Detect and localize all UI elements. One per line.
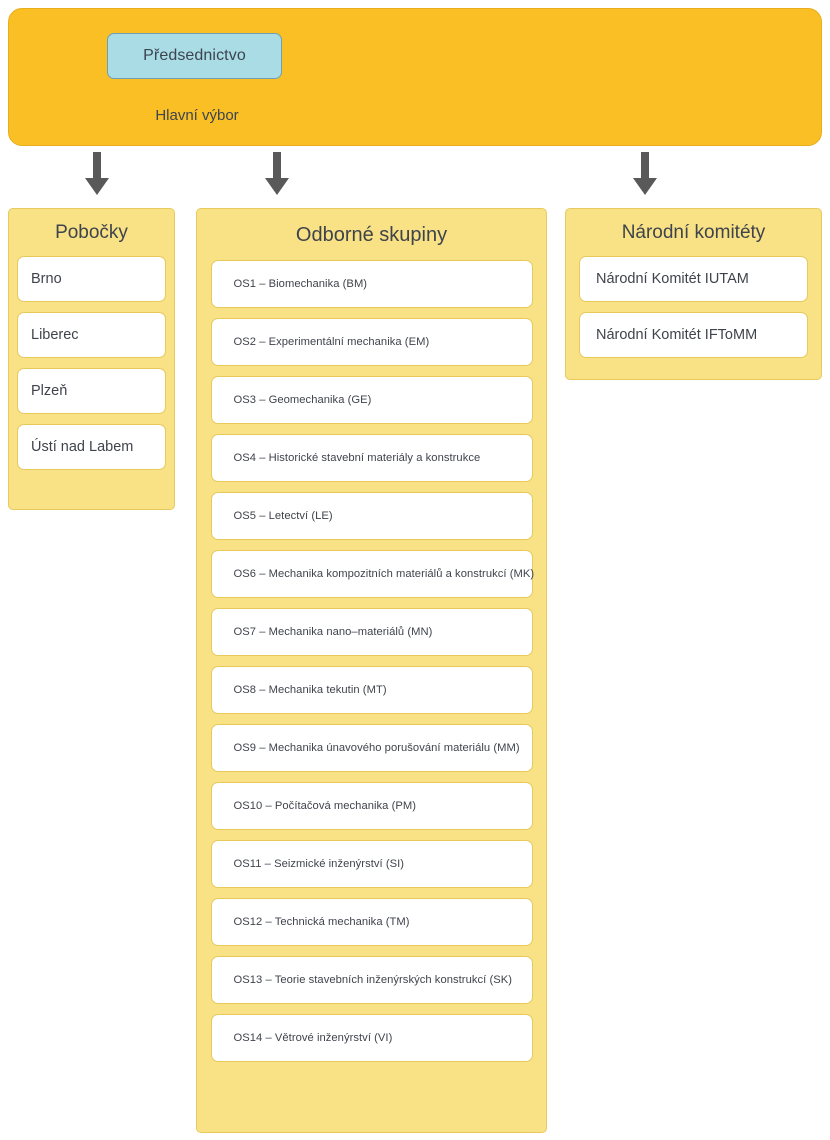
expert-group-item[interactable]: OS7 – Mechanika nano–materiálů (MN) (210, 608, 533, 656)
national-committee-item-label: Národní Komitét IUTAM (596, 271, 749, 287)
branch-item[interactable]: Brno (17, 256, 166, 302)
expert-group-item[interactable]: OS10 – Počítačová mechanika (PM) (210, 782, 533, 830)
branches-title: Pobočky (55, 222, 128, 243)
national-committees-title: Národní komitéty (621, 222, 766, 243)
expert-group-item-label: OS1 – Biomechanika (BM) (233, 278, 368, 290)
expert-group-item-label: OS13 – Teorie stavebních inženýrských ko… (233, 974, 513, 986)
expert-group-item[interactable]: OS4 – Historické stavební materiály a ko… (210, 434, 533, 482)
expert-group-item-label: OS14 – Větrové inženýrství (VI) (233, 1032, 393, 1044)
presidium-label: Předsednictvo (143, 47, 246, 64)
branch-item-label: Ústí nad Labem (31, 439, 134, 455)
expert-group-item[interactable]: OS11 – Seizmické inženýrství (SI) (210, 840, 533, 888)
expert-group-item[interactable]: OS13 – Teorie stavebních inženýrských ko… (210, 956, 533, 1004)
presidium-box[interactable]: Předsednictvo (107, 33, 282, 79)
expert-group-item-label: OS2 – Experimentální mechanika (EM) (233, 336, 430, 348)
expert-group-item[interactable]: OS6 – Mechanika kompozitních materiálů a… (210, 550, 535, 598)
expert-group-item[interactable]: OS5 – Letectví (LE) (210, 492, 533, 540)
expert-groups-panel: Odborné skupiny OS1 – Biomechanika (BM) … (196, 208, 547, 1133)
expert-group-item-label: OS9 – Mechanika únavového porušování mat… (233, 742, 520, 754)
branch-item[interactable]: Plzeň (17, 368, 166, 414)
national-committee-item[interactable]: Národní Komitét IUTAM (579, 256, 808, 302)
expert-group-item[interactable]: OS14 – Větrové inženýrství (VI) (210, 1014, 533, 1062)
expert-group-item[interactable]: OS8 – Mechanika tekutin (MT) (210, 666, 533, 714)
expert-group-item[interactable]: OS3 – Geomechanika (GE) (210, 376, 533, 424)
expert-group-item-label: OS10 – Počítačová mechanika (PM) (233, 800, 417, 812)
branches-panel: Pobočky Brno Liberec Plzeň Ústí nad Labe… (8, 208, 175, 510)
expert-group-item-label: OS8 – Mechanika tekutin (MT) (233, 684, 387, 696)
expert-group-item-label: OS4 – Historické stavební materiály a ko… (233, 452, 481, 464)
arrow-to-groups-icon (264, 152, 290, 196)
arrow-to-committees-icon (632, 152, 658, 196)
expert-group-item[interactable]: OS9 – Mechanika únavového porušování mat… (210, 724, 533, 772)
branch-item-label: Brno (31, 271, 62, 287)
branch-item-label: Liberec (31, 327, 79, 343)
expert-group-item-label: OS6 – Mechanika kompozitních materiálů a… (233, 568, 535, 580)
expert-group-item-label: OS5 – Letectví (LE) (233, 510, 333, 522)
branch-item[interactable]: Liberec (17, 312, 166, 358)
main-committee-label: Hlavní výbor (155, 107, 239, 124)
arrow-to-branches-icon (84, 152, 110, 196)
expert-group-item[interactable]: OS2 – Experimentální mechanika (EM) (210, 318, 533, 366)
expert-group-item-label: OS11 – Seizmické inženýrství (SI) (233, 858, 405, 870)
national-committees-panel: Národní komitéty Národní Komitét IUTAM N… (565, 208, 822, 380)
expert-group-item[interactable]: OS12 – Technická mechanika (TM) (210, 898, 533, 946)
expert-group-item-label: OS7 – Mechanika nano–materiálů (MN) (233, 626, 433, 638)
expert-group-item[interactable]: OS1 – Biomechanika (BM) (210, 260, 533, 308)
expert-groups-title: Odborné skupiny (295, 224, 448, 246)
expert-group-item-label: OS12 – Technická mechanika (TM) (233, 916, 410, 928)
branch-item-label: Plzeň (31, 383, 68, 399)
national-committee-item-label: Národní Komitét IFToMM (596, 327, 758, 343)
main-committee-banner: Předsednictvo Hlavní výbor (8, 8, 822, 146)
national-committee-item[interactable]: Národní Komitét IFToMM (579, 312, 808, 358)
expert-group-item-label: OS3 – Geomechanika (GE) (233, 394, 372, 406)
branch-item[interactable]: Ústí nad Labem (17, 424, 166, 470)
